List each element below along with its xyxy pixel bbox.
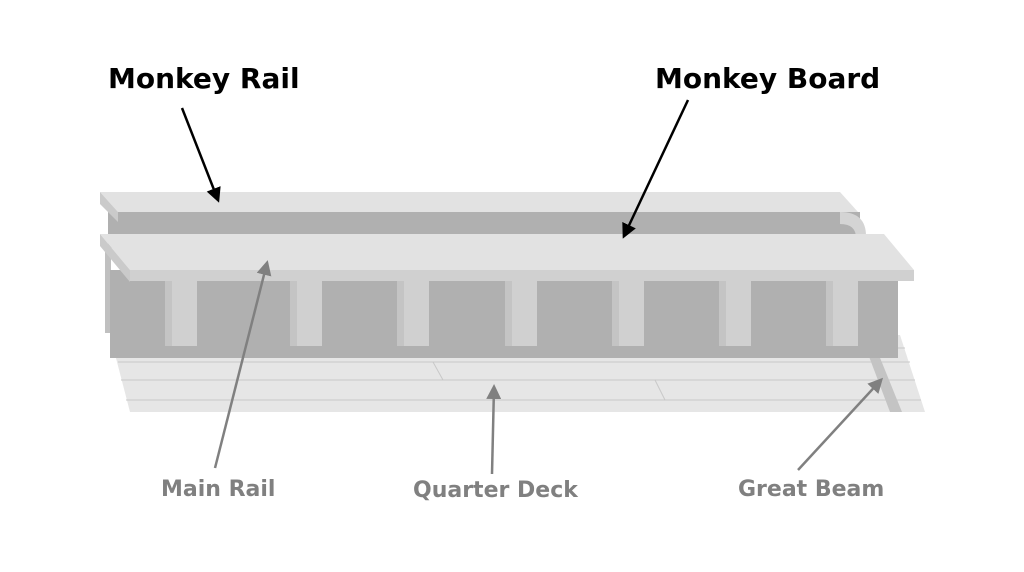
stanchion-side bbox=[826, 280, 833, 346]
stanchion-side bbox=[719, 280, 726, 346]
stanchion-side bbox=[612, 280, 619, 346]
main-rail-front-edge bbox=[130, 270, 914, 281]
deck-plank-joint bbox=[432, 361, 444, 381]
stanchion-side bbox=[397, 280, 404, 346]
monkey-rail-arrow bbox=[180, 107, 221, 203]
stanchions bbox=[165, 280, 858, 346]
callout-arrows bbox=[180, 99, 884, 475]
main-rail-label: Main Rail bbox=[161, 477, 276, 502]
stanchion-side bbox=[165, 280, 172, 346]
monkey-rail-shape bbox=[100, 192, 858, 222]
stanchion-side bbox=[505, 280, 512, 346]
quarter-deck-label: Quarter Deck bbox=[413, 478, 578, 503]
main-rail-arrow bbox=[213, 260, 272, 469]
stanchion-side bbox=[290, 280, 297, 346]
main-rail-top bbox=[100, 234, 914, 270]
monkey-rail-end bbox=[100, 192, 118, 222]
monkey-board-label: Monkey Board bbox=[655, 62, 881, 95]
rail-wall-left-end bbox=[105, 245, 111, 333]
monkey-rail-top bbox=[100, 192, 858, 212]
rail-back-wall bbox=[105, 245, 898, 358]
great-beam-arrow bbox=[797, 377, 884, 471]
monkey-rail-label: Monkey Rail bbox=[108, 62, 300, 95]
great-beam-label: Great Beam bbox=[738, 477, 885, 502]
rail-wall bbox=[110, 270, 898, 358]
main-rail-shape bbox=[100, 234, 914, 282]
monkey-board-arrow bbox=[622, 99, 690, 239]
quarter-deck-arrow bbox=[486, 384, 502, 475]
deck-plank-joint bbox=[654, 379, 666, 401]
main-rail-end bbox=[100, 234, 130, 282]
